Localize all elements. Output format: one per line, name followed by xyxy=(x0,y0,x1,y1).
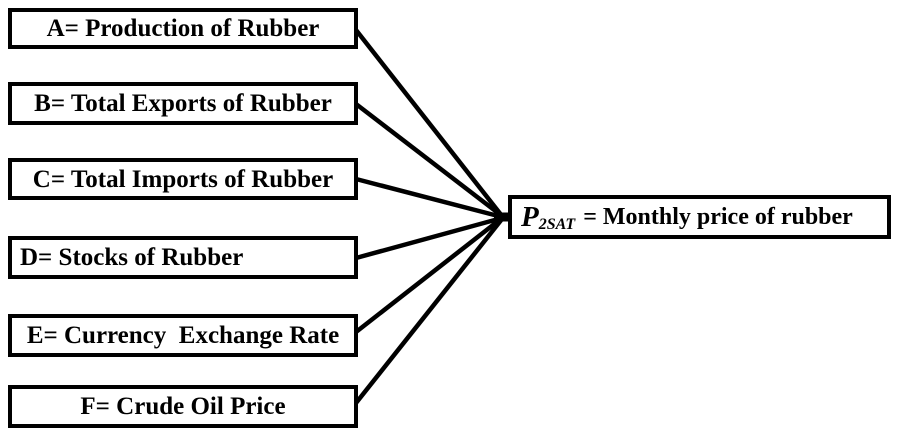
edge-b-to-target xyxy=(354,102,504,218)
factor-box-b: B= Total Exports of Rubber xyxy=(8,82,358,125)
factor-label-c: C= Total Imports of Rubber xyxy=(32,165,334,193)
factor-box-a: A= Production of Rubber xyxy=(8,8,358,49)
edge-a-to-target xyxy=(354,28,504,218)
factor-label-b: B= Total Exports of Rubber xyxy=(34,90,332,117)
factor-label-e: E= Currency Exchange Rate xyxy=(26,322,340,349)
factor-box-f: F= Crude Oil Price xyxy=(8,385,358,428)
edge-c-to-target xyxy=(355,176,503,220)
edge-e-to-target xyxy=(354,216,504,334)
factor-label-f: F= Crude Oil Price xyxy=(80,393,286,420)
factor-box-d: D= Stocks of Rubber xyxy=(8,236,358,279)
factor-label-d: D= Stocks of Rubber xyxy=(20,244,244,271)
edge-f-to-target xyxy=(354,217,504,405)
edge-d-to-target xyxy=(355,215,503,261)
target-label: = Monthly price of rubber xyxy=(577,204,853,230)
target-symbol: P xyxy=(521,200,539,233)
target-subscript: 2SAT xyxy=(538,216,576,233)
factor-box-c: C= Total Imports of Rubber xyxy=(8,158,358,200)
factor-box-e: E= Currency Exchange Rate xyxy=(8,314,358,357)
factor-label-a: A= Production of Rubber xyxy=(46,15,320,42)
